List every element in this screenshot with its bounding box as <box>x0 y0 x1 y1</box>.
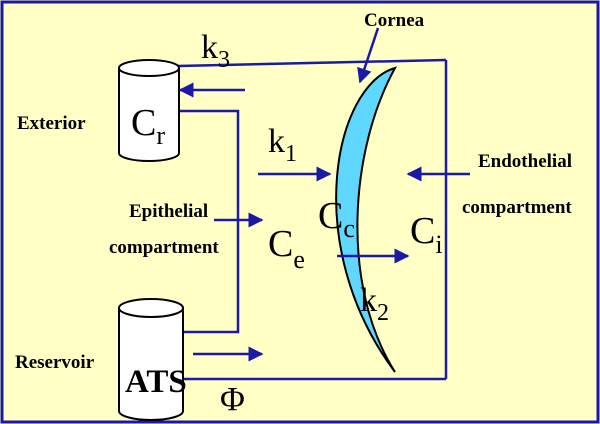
label-phi: Φ <box>220 381 245 418</box>
label-reservoir: Reservoir <box>15 352 95 373</box>
epithelial-boundary <box>178 109 240 334</box>
label-k1: k1 <box>268 123 297 167</box>
label-cornea: Cornea <box>364 10 425 31</box>
label-endothelial-2: compartment <box>462 197 572 218</box>
label-exterior: Exterior <box>17 113 86 134</box>
reservoir-cylinder <box>118 298 184 421</box>
compartment-lines <box>177 58 448 381</box>
label-cr: Cr <box>131 102 165 150</box>
top-line <box>177 58 447 68</box>
label-epithelial-1: Epithelial <box>129 201 208 222</box>
label-epithelial-2: compartment <box>109 237 219 258</box>
cornea-crescent <box>335 66 398 373</box>
label-k3: k3 <box>201 29 230 73</box>
label-ci: Ci <box>410 210 443 259</box>
label-ats: ATS <box>125 364 187 400</box>
label-cc: Cc <box>318 195 355 243</box>
arrows <box>178 27 470 362</box>
label-ce: Ce <box>268 223 305 274</box>
label-k2: k2 <box>360 282 389 326</box>
label-endothelial-1: Endothelial <box>478 151 572 172</box>
cornea-pointer-arrow <box>357 27 380 84</box>
exterior-cylinder <box>118 59 180 162</box>
